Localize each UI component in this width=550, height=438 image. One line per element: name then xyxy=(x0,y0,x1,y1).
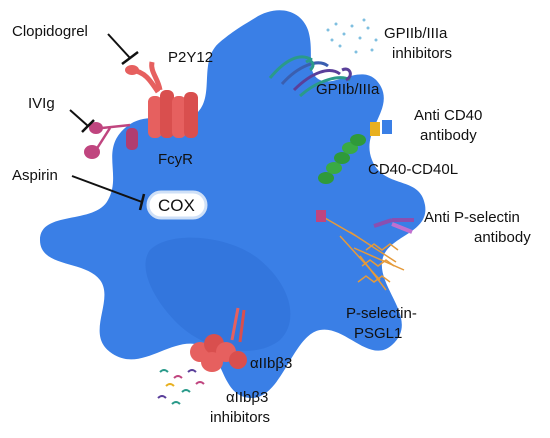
cd40-label: CD40-CD40L xyxy=(368,161,458,178)
gp-inhibitor-dots xyxy=(326,18,378,54)
cox-label: COX xyxy=(158,196,195,215)
aiib-receptor xyxy=(190,307,247,372)
gpiib-label: GPIIb/IIIa xyxy=(316,81,380,98)
aspirin-label: Aspirin xyxy=(12,167,58,184)
clopidogrel-inhibit-bar xyxy=(121,51,139,65)
aspirin-inhibit-line xyxy=(71,175,143,203)
gp-inhibitors-label-2: inhibitors xyxy=(392,45,452,62)
anti-cd40-label-1: Anti CD40 xyxy=(414,107,482,124)
gp-inhibitors-label-1: GPIIb/IIIa xyxy=(384,25,448,42)
p2y12-receptor xyxy=(125,61,198,138)
platelet-cell xyxy=(40,10,426,399)
anti-cd40-label-2: antibody xyxy=(420,127,477,144)
p2y12-label: P2Y12 xyxy=(168,49,213,66)
anti-pselectin-label-2: antibody xyxy=(474,229,531,246)
pselectin-label-2: PSGL1 xyxy=(354,325,402,342)
fcyr-label: FcyR xyxy=(158,151,193,168)
ivig-label: IVIg xyxy=(28,95,55,112)
aiib-label: αIIbβ3 xyxy=(250,355,292,372)
pselectin-label-1: P-selectin- xyxy=(346,305,417,322)
gpiib-receptors xyxy=(268,55,352,98)
ivig-inhibit-bar xyxy=(81,119,95,133)
fcyr-receptor xyxy=(84,122,138,159)
cox-box xyxy=(146,190,208,220)
pselectin-anchor xyxy=(316,210,326,222)
ivig-inhibit-line xyxy=(69,109,89,127)
aiib-inhibitor-squiggles xyxy=(157,369,205,405)
platelet-shading xyxy=(145,237,291,351)
clopidogrel-label: Clopidogrel xyxy=(12,23,88,40)
cd40-ligand xyxy=(318,120,392,184)
aiib-inhibitors-label-2: inhibitors xyxy=(210,409,270,426)
aspirin-inhibit-bar xyxy=(138,193,146,211)
anti-pselectin-antibody xyxy=(373,218,414,234)
clopidogrel-inhibit-line xyxy=(107,33,131,59)
anti-pselectin-label-1: Anti P-selectin xyxy=(424,209,520,226)
aiib-inhibitors-label-1: αIIbβ3 xyxy=(226,389,268,406)
